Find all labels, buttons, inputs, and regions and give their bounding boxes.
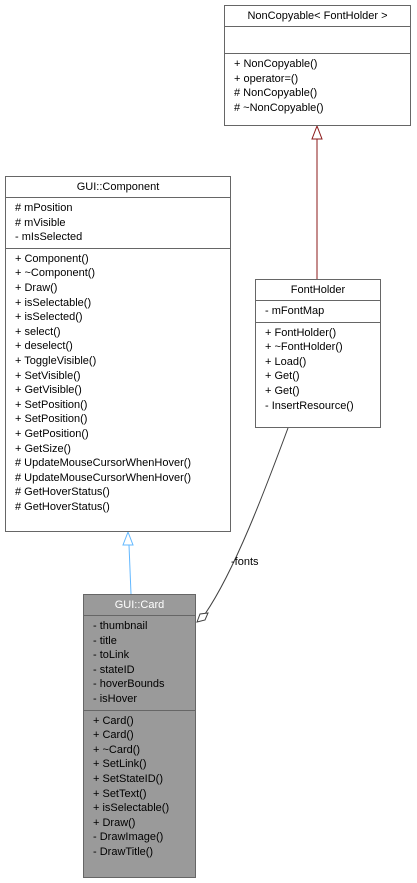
method: + Get() — [265, 370, 300, 383]
method: + SetText() — [93, 787, 147, 800]
attribute: - thumbnail — [93, 620, 148, 632]
class-methods: + FontHolder() + ~FontHolder() + Load() … — [256, 321, 380, 417]
class-title: GUI::Component — [76, 181, 160, 193]
attribute: # mPosition — [15, 202, 73, 214]
method: + ToggleVisible() — [15, 354, 97, 367]
method: + deselect() — [15, 340, 73, 353]
method: # UpdateMouseCursorWhenHover() — [15, 471, 192, 484]
method: - DrawTitle() — [93, 845, 154, 858]
method: + select() — [15, 325, 61, 338]
method: # NonCopyable() — [234, 87, 318, 100]
method: + FontHolder() — [265, 326, 337, 339]
method: - InsertResource() — [265, 399, 354, 412]
method: + SetVisible() — [15, 369, 81, 382]
method: + NonCopyable() — [234, 58, 318, 70]
attribute: - title — [93, 634, 117, 647]
class-component[interactable]: GUI::Component # mPosition # mVisible - … — [5, 176, 231, 532]
method: # GetHoverStatus() — [15, 486, 110, 499]
class-card[interactable]: GUI::Card - thumbnail - title - toLink -… — [83, 594, 196, 878]
method: + Draw() — [15, 281, 58, 294]
class-noncopyable[interactable]: NonCopyable< FontHolder > + NonCopyable(… — [224, 5, 411, 126]
method: # ~NonCopyable() — [234, 101, 324, 114]
attribute: - toLink — [93, 649, 130, 662]
method: + GetPosition() — [15, 427, 89, 440]
class-attributes: - mFontMap — [256, 300, 380, 322]
method: + isSelectable() — [93, 802, 170, 815]
method: + operator=() — [234, 72, 299, 85]
method: + GetVisible() — [15, 384, 82, 397]
method: + SetPosition() — [15, 398, 88, 411]
method: + isSelectable() — [15, 296, 92, 309]
method: + Card() — [93, 714, 134, 727]
class-methods: + Card() + Card() + ~Card() + SetLink() … — [84, 709, 195, 863]
method: + Draw() — [93, 816, 136, 829]
attribute: - hoverBounds — [93, 678, 165, 691]
class-fontholder[interactable]: FontHolder - mFontMap + FontHolder() + ~… — [255, 279, 381, 428]
attribute: - isHover — [93, 692, 138, 705]
class-title: FontHolder — [290, 284, 346, 296]
method: + Card() — [93, 729, 134, 742]
composition-edge-fonts — [204, 427, 289, 615]
edge-label-fonts: -fonts — [231, 556, 259, 568]
method: + SetStateID() — [93, 772, 164, 785]
class-title: NonCopyable< FontHolder > — [247, 10, 388, 22]
method: + Component() — [15, 252, 89, 265]
method: - DrawImage() — [93, 831, 164, 844]
class-methods: + NonCopyable() + operator=() # NonCopya… — [225, 53, 410, 118]
inheritance-edge-card-component — [128, 544, 132, 595]
class-title: GUI::Card — [114, 599, 165, 611]
method: + Load() — [265, 355, 307, 368]
method: + ~Component() — [15, 267, 96, 280]
method: + Get() — [265, 384, 300, 397]
class-attributes: - thumbnail - title - toLink - stateID -… — [84, 615, 195, 710]
method: # UpdateMouseCursorWhenHover() — [15, 457, 192, 470]
method: + SetLink() — [93, 758, 147, 771]
attribute: - mFontMap — [265, 305, 325, 317]
attribute: - mIsSelected — [15, 231, 83, 244]
attribute: - stateID — [93, 663, 135, 676]
composition-diamond — [196, 612, 209, 623]
method: + SetPosition() — [15, 413, 88, 426]
method: + ~FontHolder() — [265, 341, 343, 354]
class-methods: + Component() + ~Component() + Draw() + … — [6, 247, 230, 518]
inheritance-arrowhead-component — [122, 530, 134, 546]
inheritance-arrowhead-noncopyable — [311, 124, 323, 140]
method: # GetHoverStatus() — [15, 500, 110, 513]
class-attributes — [225, 26, 410, 53]
class-attributes: # mPosition # mVisible - mIsSelected — [6, 197, 230, 248]
attribute: # mVisible — [15, 216, 66, 229]
method: + isSelected() — [15, 311, 83, 324]
method: + ~Card() — [93, 743, 141, 756]
method: + GetSize() — [15, 442, 71, 455]
